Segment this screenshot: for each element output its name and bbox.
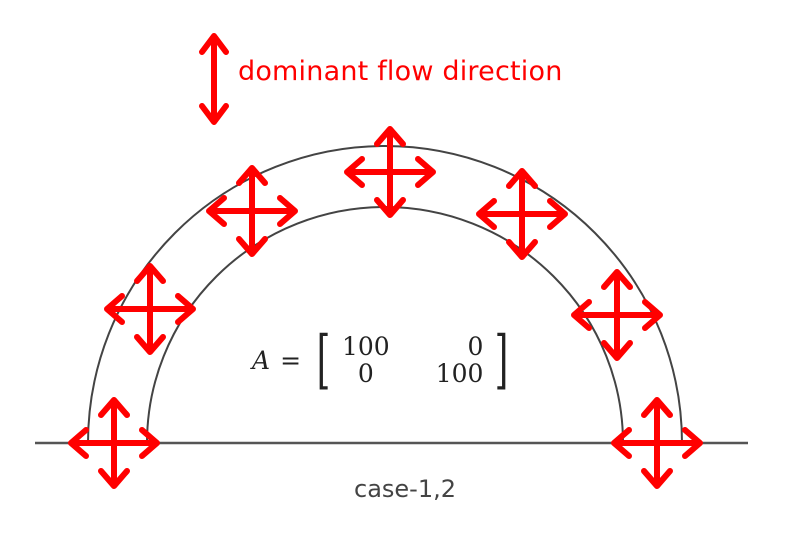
four-way-arrow-icon <box>107 266 193 352</box>
equals-sign: = <box>280 345 302 375</box>
matrix-cell: 100 <box>341 332 390 361</box>
vertical-double-arrow-icon <box>199 33 229 125</box>
permeability-matrix: A = [ 100 0 0 100 ] <box>252 328 514 392</box>
matrix-body: 100 0 0 100 <box>336 333 489 387</box>
four-way-arrow-icon <box>574 272 660 358</box>
four-way-arrow-icon <box>614 400 700 486</box>
four-way-arrow-icon <box>479 171 565 257</box>
four-way-arrow-icon <box>209 168 295 254</box>
four-way-arrow-icon <box>347 129 433 215</box>
matrix-cell: 100 <box>435 359 484 388</box>
matrix-row: 100 0 <box>336 333 489 360</box>
legend-label: dominant flow direction <box>238 56 563 87</box>
inner-arc <box>146 206 624 444</box>
right-bracket: ] <box>495 323 509 397</box>
matrix-row: 0 100 <box>336 360 489 387</box>
case-caption: case-1,2 <box>354 475 456 503</box>
matrix-cell: 0 <box>357 359 374 388</box>
matrix-cell: 0 <box>467 332 484 361</box>
four-way-arrow-icon <box>71 400 157 486</box>
matrix-symbol: A <box>252 345 271 375</box>
left-bracket: [ <box>316 323 331 397</box>
